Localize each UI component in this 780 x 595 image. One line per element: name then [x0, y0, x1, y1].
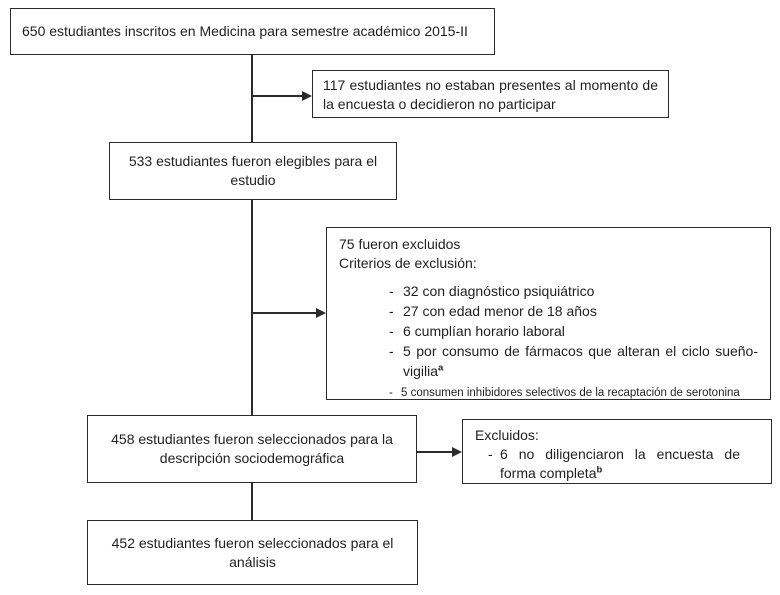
exclusion-item-text: 5 por consumo de fármacos que alteran el…	[403, 341, 758, 381]
connector-eligible-to-sociodemographic	[251, 200, 253, 415]
box-eligible: 533 estudiantes fueron elegibles para el…	[109, 142, 397, 200]
selected-sociodemographic-text: 458 estudiantes fueron seleccionados par…	[111, 431, 393, 466]
connector-to-excluded-incomplete	[417, 451, 453, 453]
box-exclusions: 75 fueron excluidos Criterios de exclusi…	[326, 227, 771, 400]
arrowhead-right-icon	[452, 447, 462, 457]
excluded-incomplete-title: Excluidos:	[475, 427, 539, 443]
not-present-text: 117 estudiantes no estaban presentes al …	[323, 77, 658, 112]
dash-bullet: -	[389, 303, 394, 319]
exclusion-item: -5 por consumo de fármacos que alteran e…	[389, 341, 758, 381]
exclusion-item-text: 6 cumplían horario laboral	[403, 323, 565, 339]
superscript-note-b: b	[596, 464, 603, 476]
box-selected-sociodemographic: 458 estudiantes fueron seleccionados par…	[87, 415, 417, 483]
connector-sociodemographic-to-analysis	[251, 483, 253, 520]
exclusion-item-text: 27 con edad menor de 18 años	[403, 303, 597, 319]
exclusions-subtitle: Criterios de exclusión:	[339, 255, 477, 271]
connector-enrolled-to-eligible	[251, 55, 253, 142]
arrowhead-right-icon	[316, 308, 326, 318]
selected-analysis-text: 452 estudiantes fueron seleccionados par…	[111, 534, 394, 570]
excluded-incomplete-text-main: 6 no diligenciaron la encuesta de forma …	[500, 446, 740, 481]
arrowhead-right-icon	[302, 91, 312, 101]
exclusion-item: -5 consumen inhibidores selectivos de la…	[389, 387, 758, 400]
exclusion-criteria-list: -32 con diagnóstico psiquiátrico -27 con…	[389, 281, 758, 400]
exclusion-item: -6 cumplían horario laboral	[389, 321, 758, 341]
dash-bullet: -	[389, 343, 394, 359]
connector-to-exclusions	[252, 312, 317, 314]
eligible-text: 533 estudiantes fueron elegibles para el…	[128, 153, 378, 188]
excluded-incomplete-item: -6 no diligenciaron la encuesta de forma…	[488, 445, 759, 483]
exclusion-item-text: 32 con diagnóstico psiquiátrico	[403, 283, 595, 299]
exclusion-item-text: 5 consumen inhibidores selectivos de la …	[401, 387, 740, 399]
exclusion-item: -27 con edad menor de 18 años	[389, 301, 758, 321]
box-selected-analysis: 452 estudiantes fueron seleccionados par…	[87, 520, 418, 585]
excluded-incomplete-text: 6 no diligenciaron la encuesta de forma …	[500, 445, 740, 483]
connector-to-not-present	[252, 95, 303, 97]
exclusion-item: -32 con diagnóstico psiquiátrico	[389, 281, 758, 301]
dash-bullet: -	[389, 387, 393, 399]
dash-bullet: -	[389, 323, 394, 339]
enrolled-text: 650 estudiantes inscritos en Medicina pa…	[22, 23, 468, 39]
exclusion-item-text-main: 5 por consumo de fármacos que alteran el…	[403, 343, 758, 379]
exclusions-title: 75 fueron excluidos	[339, 236, 461, 252]
box-enrolled: 650 estudiantes inscritos en Medicina pa…	[10, 8, 495, 55]
dash-bullet: -	[389, 283, 394, 299]
box-excluded-incomplete: Excluidos: -6 no diligenciaron la encues…	[462, 419, 772, 484]
box-not-present: 117 estudiantes no estaban presentes al …	[312, 70, 669, 118]
superscript-note-a: a	[438, 362, 444, 374]
dash-bullet: -	[488, 446, 493, 462]
